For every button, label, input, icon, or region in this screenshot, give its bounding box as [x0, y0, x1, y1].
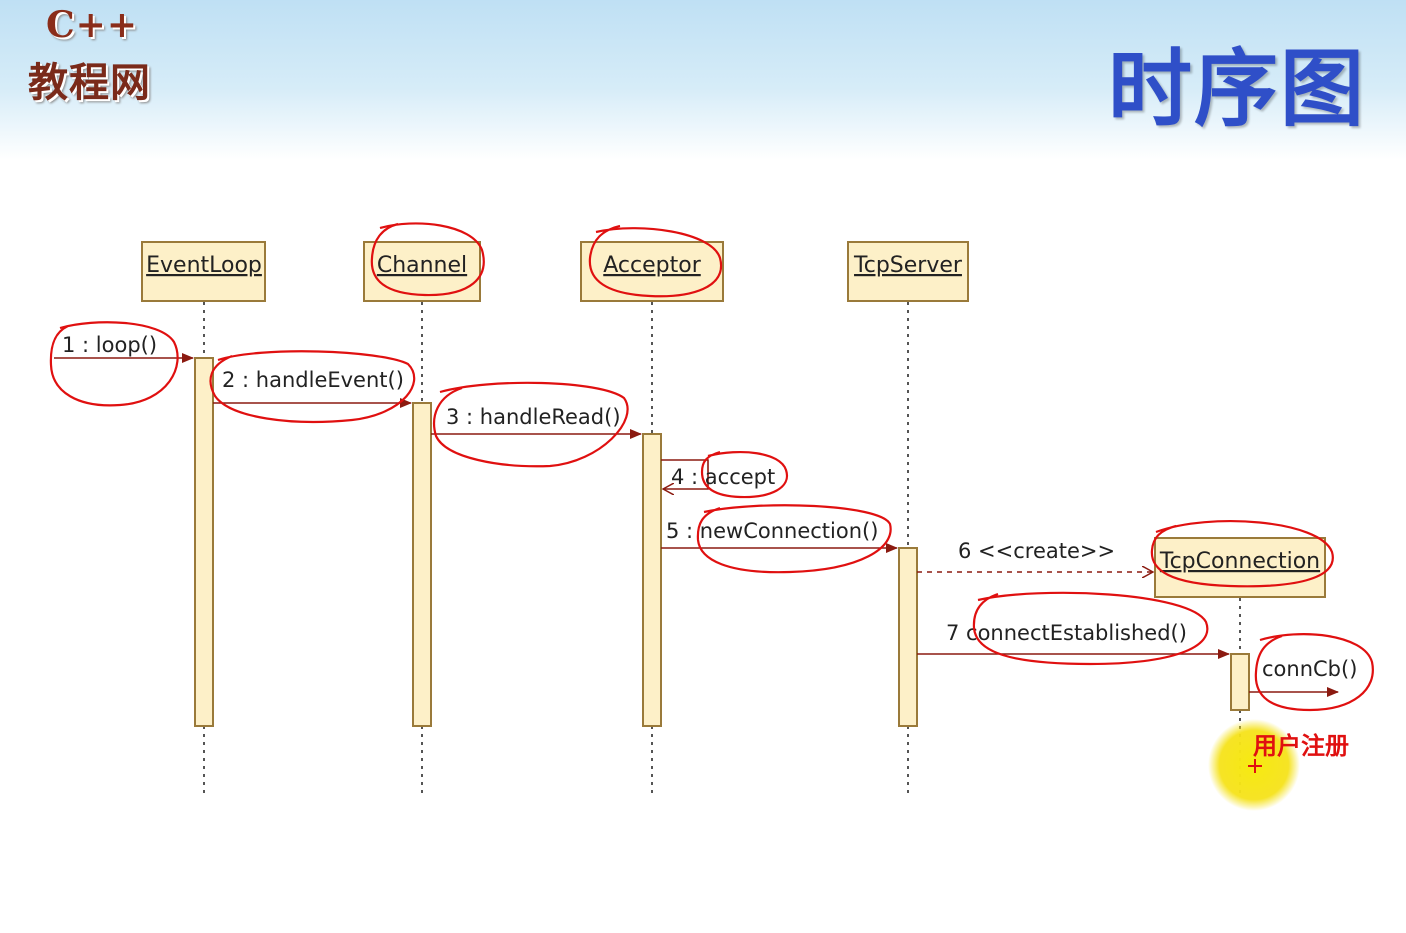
page-title: 时序图 — [1107, 39, 1366, 138]
logo-cpp: C++ — [46, 4, 138, 46]
annotation-circle-handleevent — [209, 350, 416, 424]
annotation-circle-channel — [370, 222, 485, 297]
activation-eventloop — [194, 357, 214, 727]
annotation-circle-connectestablished — [972, 591, 1209, 666]
message-label-6: 6 <<create>> — [958, 539, 1115, 563]
object-eventloop: EventLoop — [141, 241, 266, 302]
message-label-1: 1 : loop() — [62, 333, 157, 357]
object-tcpconnection: TcpConnection — [1154, 537, 1326, 598]
object-label-channel: Channel — [377, 253, 467, 278]
activation-bars — [194, 357, 1250, 727]
message-label-3: 3 : handleRead() — [446, 405, 621, 429]
header-banner: C++ 教程网 时序图 — [0, 0, 1406, 160]
activation-channel — [412, 402, 432, 727]
message-label-7: 7 connectEstablished() — [946, 621, 1187, 645]
object-acceptor: Acceptor — [580, 241, 724, 302]
logo-site-name: 教程网 — [28, 59, 151, 106]
annotation-circle-handleread — [432, 381, 629, 468]
activation-tcpserver — [898, 547, 918, 727]
object-label-eventloop: EventLoop — [146, 253, 262, 278]
annotation-circle-accept — [700, 450, 789, 499]
object-tcpserver: TcpServer — [847, 241, 969, 302]
annotation-circle-loop — [49, 321, 179, 407]
activation-acceptor — [642, 433, 662, 727]
activation-tcpconnection — [1230, 653, 1250, 711]
object-boxes: EventLoop Channel Acceptor TcpServer Tcp… — [141, 241, 1326, 598]
object-label-acceptor: Acceptor — [603, 253, 701, 278]
object-channel: Channel — [363, 241, 481, 302]
message-labels: 1 : loop() 2 : handleEvent() 3 : handleR… — [62, 333, 1357, 681]
annotation-circles — [49, 222, 1374, 712]
cursor-crosshair-icon — [1248, 759, 1262, 773]
annotation-circle-newconnection — [696, 504, 892, 574]
message-label-4: 4 : accept — [671, 465, 775, 489]
message-label-2: 2 : handleEvent() — [222, 368, 404, 392]
message-label-8: connCb() — [1262, 657, 1357, 681]
message-arrow-4 — [661, 459, 709, 489]
annotation-circle-acceptor — [588, 224, 723, 298]
object-label-tcpserver: TcpServer — [853, 253, 963, 278]
annotation-circle-tcpconnection — [1150, 520, 1334, 588]
object-label-tcpconnection: TcpConnection — [1159, 549, 1320, 574]
annotation-circle-conncb — [1254, 633, 1374, 712]
annotation-note: 用户注册 — [1253, 732, 1349, 760]
